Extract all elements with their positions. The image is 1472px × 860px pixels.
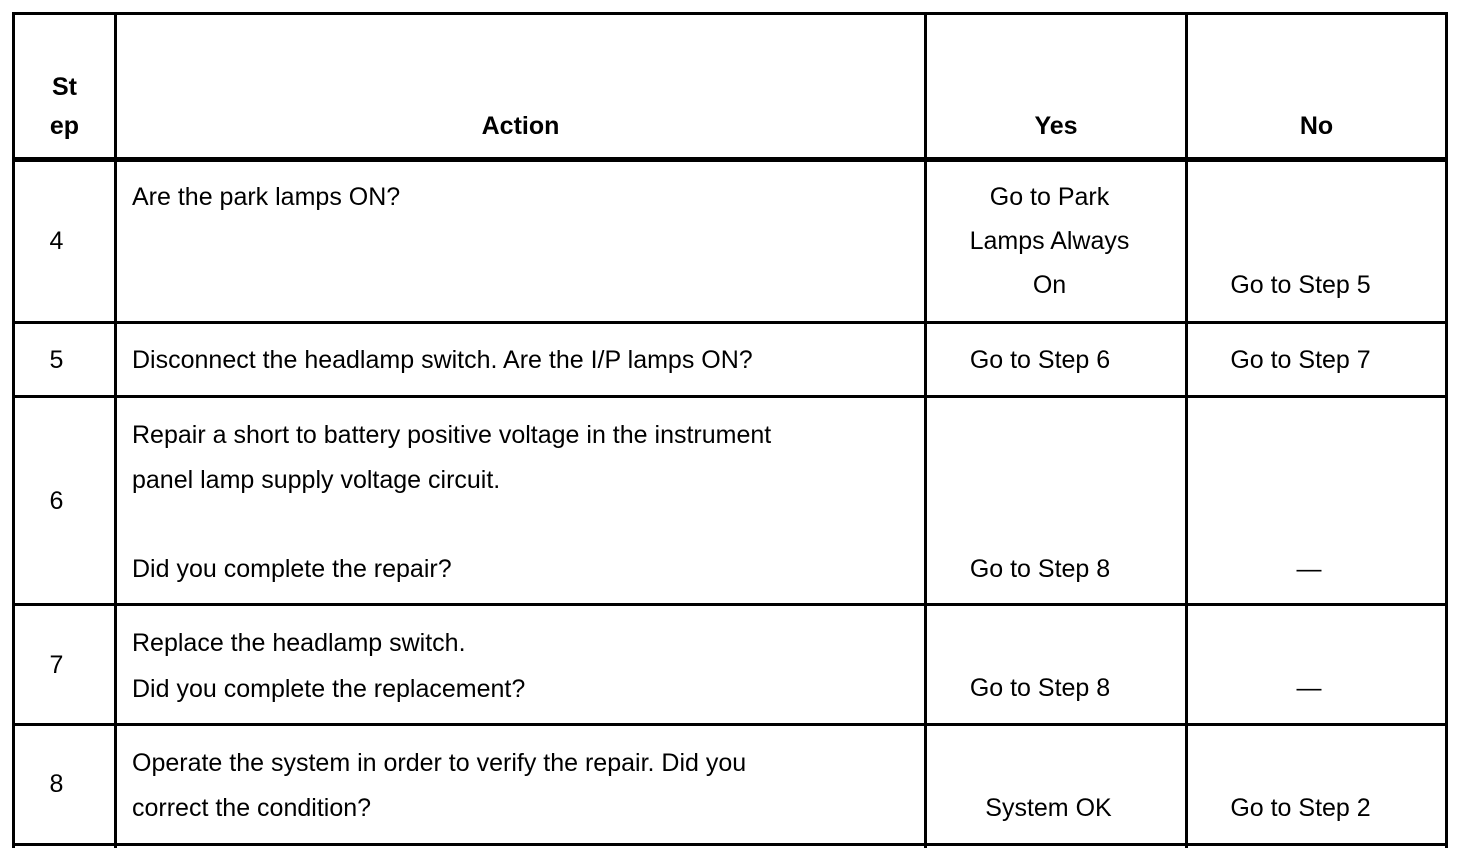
action-text: panel lamp supply voltage circuit. — [132, 466, 501, 494]
header-step: St ep — [15, 68, 114, 146]
no-text: — — [1296, 674, 1322, 702]
yes-line: Go to Park — [989, 183, 1110, 211]
yes-text: Go to Step 6 — [969, 346, 1111, 374]
row-divider — [12, 723, 1448, 726]
step-number: 5 — [49, 346, 64, 374]
yes-text: Go to Park Lamps Always On — [927, 175, 1172, 307]
yes-text: Go to Step 8 — [969, 674, 1111, 702]
row-divider — [12, 395, 1448, 398]
column-divider — [114, 12, 117, 848]
step-number: 8 — [49, 770, 64, 798]
table-border-bottom — [12, 843, 1448, 846]
action-text: correct the condition? — [132, 794, 372, 822]
no-text: — — [1296, 555, 1322, 583]
yes-line: On — [1032, 271, 1067, 299]
action-text: Did you complete the replacement? — [132, 675, 526, 703]
action-text: Operate the system in order to verify th… — [132, 749, 747, 777]
no-text: Go to Step 7 — [1230, 346, 1371, 374]
no-text: Go to Step 2 — [1230, 794, 1371, 822]
column-divider — [1185, 12, 1188, 848]
yes-line: Lamps Always — [969, 227, 1130, 255]
action-text: Replace the headlamp switch. — [132, 629, 466, 657]
no-text: Go to Step 5 — [1230, 271, 1371, 299]
table-border-left — [12, 12, 15, 848]
row-divider — [12, 321, 1448, 324]
action-text: Did you complete the repair? — [132, 555, 452, 583]
header-yes: Yes — [1034, 112, 1078, 140]
table-border-top — [12, 12, 1448, 15]
header-step-line: St — [52, 73, 77, 101]
header-step-line: ep — [49, 112, 80, 140]
yes-text: Go to Step 8 — [969, 555, 1111, 583]
step-number: 7 — [49, 651, 64, 679]
header-action: Action — [481, 112, 560, 140]
action-text: Disconnect the headlamp switch. Are the … — [132, 346, 753, 374]
table-border-right — [1445, 12, 1448, 848]
header-no: No — [1299, 112, 1334, 140]
action-text: Repair a short to battery positive volta… — [132, 421, 772, 449]
header-divider — [12, 157, 1448, 162]
column-divider — [924, 12, 927, 848]
step-number: 4 — [49, 227, 64, 255]
row-divider — [12, 603, 1448, 606]
step-number: 6 — [49, 487, 64, 515]
yes-text: System OK — [985, 794, 1112, 822]
action-text: Are the park lamps ON? — [132, 183, 401, 211]
